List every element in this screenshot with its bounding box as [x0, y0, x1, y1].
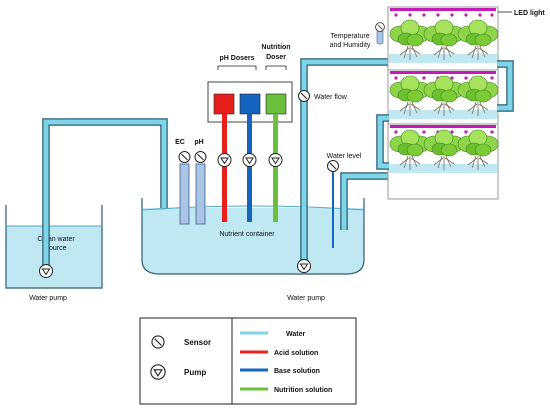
legend — [139, 317, 357, 405]
pump-icon — [242, 153, 257, 167]
led-light-label: LED light — [514, 10, 545, 17]
pump-icon — [268, 153, 283, 167]
base-line — [247, 114, 252, 222]
tier-connector-pipe — [497, 60, 514, 112]
sensor-icon — [375, 22, 385, 32]
supply-pipe — [300, 58, 388, 268]
temp-humidity-label-2: and Humidity — [330, 42, 371, 49]
pump-icon — [150, 364, 166, 380]
legend-acid-label: Acid solution — [274, 350, 318, 357]
nutrition-doser-bracket — [265, 65, 287, 70]
led-icon — [394, 13, 494, 134]
pump-icon — [39, 264, 53, 278]
water-flow-label: Water flow — [314, 94, 348, 101]
temp-humidity-sensor — [375, 22, 385, 45]
temp-humidity-label: Temperature — [330, 33, 369, 40]
clean-water-label: Clean water — [37, 236, 75, 243]
return-pipe — [340, 172, 388, 230]
nutrition-doser-label: Nutrition — [261, 44, 290, 51]
clean-water-label-2: source — [45, 245, 66, 252]
clean-water-pipe — [42, 118, 168, 270]
water-pump-bottom-label: Water pump — [287, 295, 325, 302]
sensor-icon — [327, 160, 339, 172]
ec-label: EC — [175, 139, 185, 146]
legend-nutrition-label: Nutrition solution — [274, 387, 332, 394]
nutrition-line — [273, 114, 278, 222]
legend-sensor-label: Sensor — [184, 338, 211, 347]
nutrient-container-label: Nutrient container — [219, 231, 275, 238]
sensor-icon — [194, 151, 207, 163]
clean-water-tank — [5, 205, 103, 289]
nutrient-container — [141, 198, 365, 275]
water-level-sensor — [327, 160, 339, 248]
nutrition-doser-label-2: Doser — [266, 54, 286, 61]
ph-dosers-label: pH Dosers — [219, 55, 254, 62]
water-level-label: Water level — [327, 153, 362, 160]
pump-icon — [217, 153, 232, 167]
ph-label: pH — [194, 139, 203, 146]
pump-icon — [297, 259, 311, 273]
legend-pump-label: Pump — [184, 368, 206, 377]
legend-base-label: Base solution — [274, 368, 320, 375]
ec-sensor — [178, 151, 191, 225]
acid-line — [222, 114, 227, 222]
water-pump-left-label: Water pump — [29, 295, 67, 302]
sensor-icon — [178, 151, 191, 163]
ph-sensor — [194, 151, 207, 225]
sensor-icon — [151, 335, 165, 349]
legend-water-label: Water — [286, 331, 305, 338]
ph-dosers-bracket — [217, 65, 257, 70]
tier-connector-pipe-left — [376, 114, 389, 170]
sensor-icon — [298, 90, 310, 102]
